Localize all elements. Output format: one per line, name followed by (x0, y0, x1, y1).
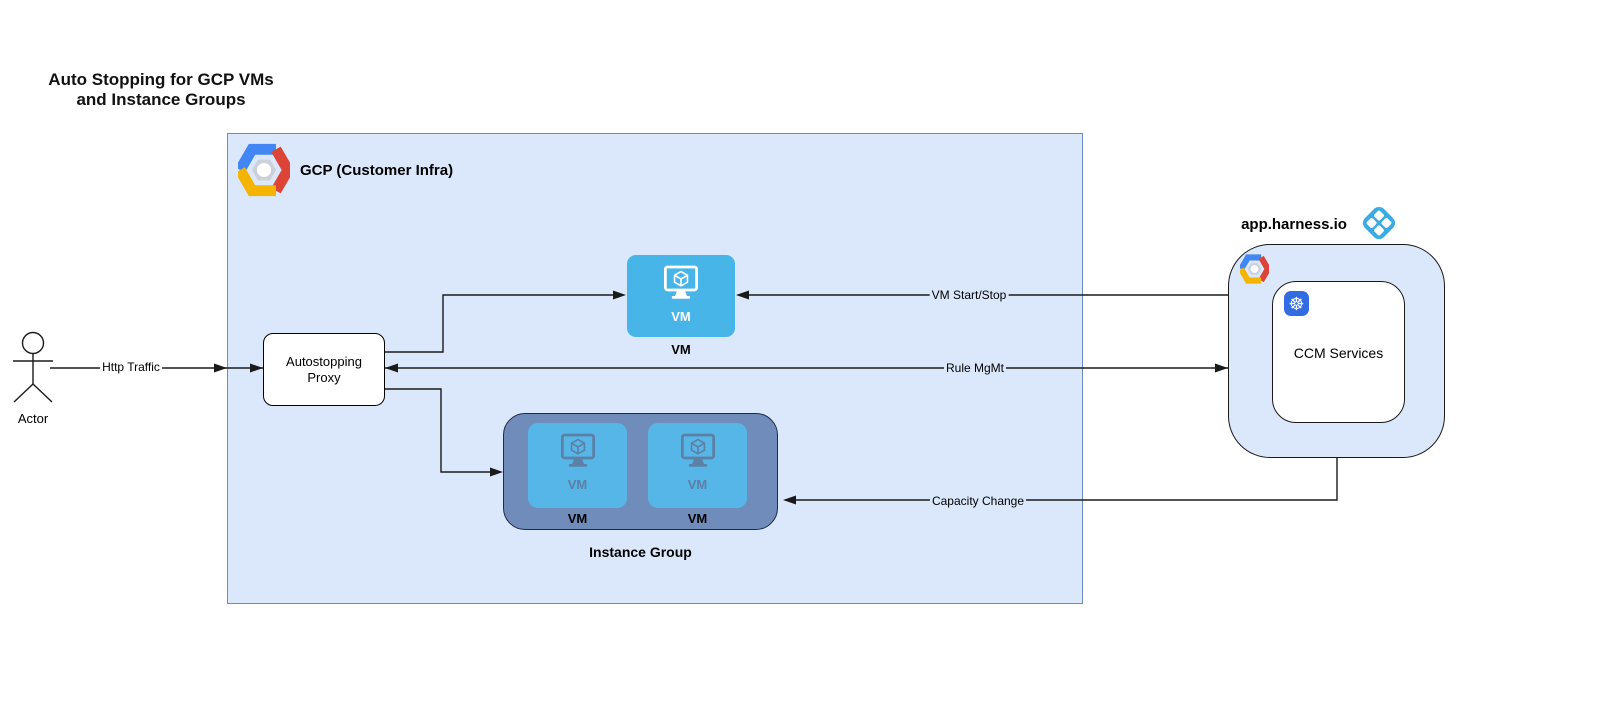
vm-monitor-icon (560, 433, 595, 467)
ccm-services-label: CCM Services (1293, 345, 1384, 361)
gcp-logo-icon (238, 143, 290, 197)
vm-monitor-icon (680, 433, 715, 467)
actor-figure (13, 331, 53, 403)
edge-label-http-traffic: Http Traffic (100, 360, 162, 374)
vm-tile-inner-label: VM (687, 477, 708, 492)
vm-node-label: VM (671, 342, 691, 357)
vm-monitor-icon (663, 265, 699, 299)
autostopping-proxy-label: Autostopping Proxy (286, 353, 362, 385)
instance-group-vm-label-1: VM (567, 511, 588, 526)
harness-title: app.harness.io (1241, 216, 1347, 233)
gcp-logo-icon-small (1240, 254, 1269, 284)
vm-tile-inner-label: VM (567, 477, 588, 492)
diagram-title-line2: and Instance Groups (76, 90, 246, 109)
edge-label-vm-start-stop: VM Start/Stop (929, 288, 1009, 302)
instance-group-label: Instance Group (589, 544, 692, 560)
harness-logo-icon (1362, 206, 1396, 240)
gcp-box-label: GCP (Customer Infra) (300, 162, 454, 179)
instance-group-vm-node-2: VM (648, 423, 747, 508)
kubernetes-icon: ☸ (1284, 291, 1309, 316)
diagram-title: Auto Stopping for GCP VMs and Instance G… (36, 70, 286, 110)
autostopping-proxy-node: Autostopping Proxy (263, 333, 385, 406)
edge-label-capacity-change: Capacity Change (929, 494, 1027, 508)
instance-group-vm-node-1: VM (528, 423, 627, 508)
edge-label-rule-mgmt: Rule MgMt (943, 361, 1007, 375)
instance-group-vm-label-2: VM (687, 511, 708, 526)
actor-label: Actor (17, 411, 49, 426)
vm-tile-inner-label: VM (671, 309, 691, 324)
diagram-title-line1: Auto Stopping for GCP VMs (48, 70, 274, 89)
vm-node: VM (627, 255, 735, 337)
